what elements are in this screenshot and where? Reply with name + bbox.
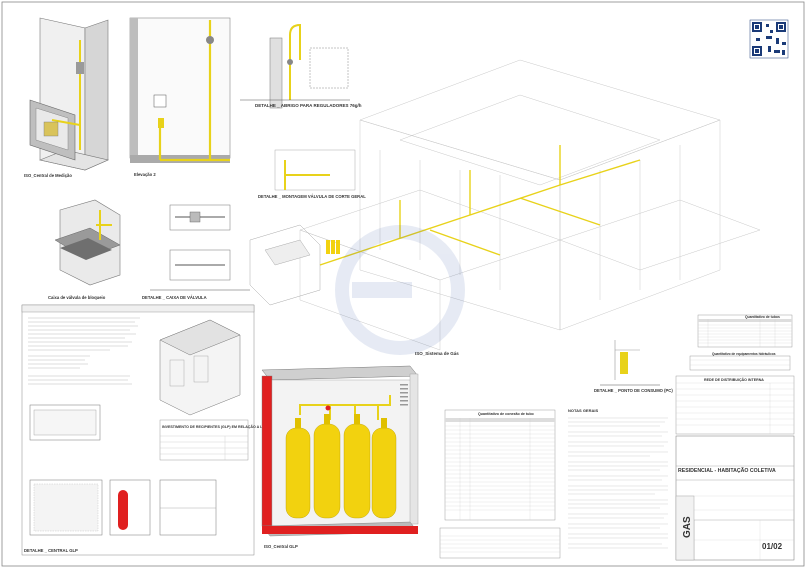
caixa-valvula-label: DETALHE _ CAIXA DE VÁLVULA [142,295,207,300]
elevation-label: Elevação 2 [134,172,156,177]
qr-code-icon [749,19,789,59]
sheet-number: 01/02 [762,542,783,551]
project-title: RESIDENCIAL - HABITAÇÃO COLETIVA [678,467,776,474]
abrigo-label: DETALHE _ ABRIGO PARA REGULADORES 76g/h [255,103,362,108]
equipamentos-label: Quantitativo de equipamentos hidráulicos [712,352,776,356]
caixa-valvula-detail [150,204,250,291]
iso-medicao-label: ISO_Central de Medição [24,173,72,178]
equipamentos-table [689,355,791,371]
rede-distribuicao-table [675,375,795,435]
iso-central-glp: ISO_Central GLP [261,365,419,549]
elevation-detail [129,17,231,163]
conexoes-table [439,409,561,559]
tubos-table [697,314,793,348]
conexoes-label: Quantitativo de conexão de tubo [478,412,535,416]
discipline-label: GAS [682,516,693,538]
iso-central-medicao [29,17,109,171]
investimento-label: INVESTIMENTO DE RECIPIENTES (GLP) EM REL… [162,424,292,429]
valvula-corte-geral: DETALHE _ MONTAGEM VÁLVULA DE CORTE GERA… [258,149,366,199]
central-glp-detail: INVESTIMENTO DE RECIPIENTES (GLP) EM REL… [21,304,292,556]
ponto-consumo-detail: DETALHE _ PONTO DE CONSUMO (PC) [594,340,673,393]
caixa-valvula-iso [54,199,121,286]
rede-label: REDE DE DISTRIBUIÇÃO INTERNA [704,377,764,382]
ponto-label: DETALHE _ PONTO DE CONSUMO (PC) [594,388,673,393]
iso-central-glp-label: ISO_Central GLP [264,544,298,549]
central-glp-label: DETALHE _ CENTRAL GLP [24,548,78,553]
abrigo-reguladores: DETALHE _ ABRIGO PARA REGULADORES 76g/h [240,23,362,109]
gas-pipe-network [319,145,641,266]
company-logo-watermark [335,225,465,355]
iso-sistema-gas [249,59,761,351]
notas-gerais-title: NOTAS GERAIS [568,408,598,413]
iso-sistema-label: ISO_Sistema de Gás [415,351,459,356]
yellow-cylinders-iso [326,240,340,254]
tubos-label: Quantitativo de tubos [745,315,780,319]
caixa-bloqueio-label: Caixa de válvula de bloqueio [48,295,106,300]
title-block: GAS RESIDENCIAL - HABITAÇÃO COLETIVA 01/… [675,435,795,561]
valvula-label: DETALHE _ MONTAGEM VÁLVULA DE CORTE GERA… [258,194,366,199]
notas-gerais: NOTAS GERAIS [568,408,668,549]
